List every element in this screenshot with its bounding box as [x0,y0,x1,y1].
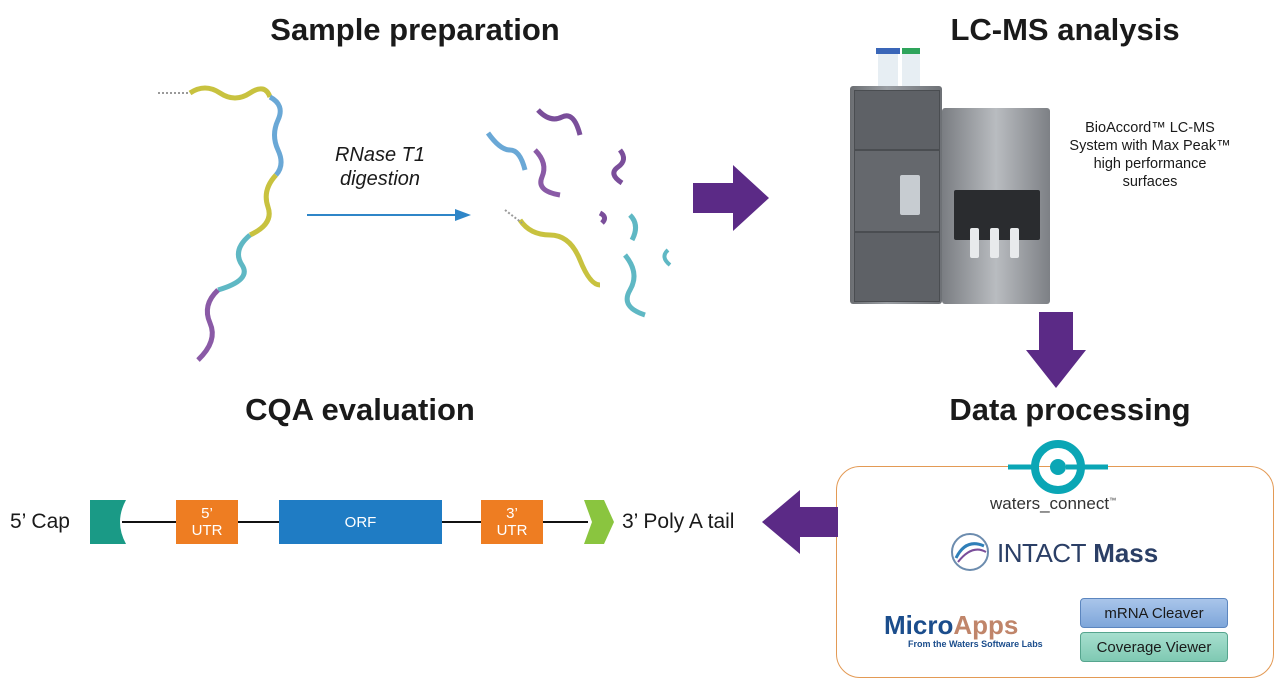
mrna-cleaver-button[interactable]: mRNA Cleaver [1080,598,1228,628]
lc-module [854,150,940,232]
sample-prep-title: Sample preparation [270,12,560,47]
poly-a-shape [584,500,614,544]
rna-fragments-illustration [485,108,672,318]
arrow-to-lcms [693,165,769,231]
ms-vial [970,228,979,258]
intact-bold-text: Mass [1093,538,1159,568]
bottle-cap-blue [876,48,900,54]
instrument-description: BioAccord™ LC-MS System with Max Peak™ h… [1050,119,1250,191]
intact-mass-label: INTACT Mass [997,538,1158,569]
data-processing-title: Data processing [949,392,1191,427]
microapps-micro: Micro [884,610,954,640]
bottle-cap-green [902,48,920,54]
microapps-apps: Apps [953,610,1019,640]
instrument-line4: surfaces [1122,174,1178,190]
utr3-line1: 3’ [506,505,518,522]
arrow-to-cqa [762,490,838,554]
five-prime-cap-label: 5’ Cap [10,510,70,533]
orf-label: ORF [344,513,377,531]
utr5-box: 5’ UTR [176,500,238,544]
rna-strand-illustration [158,85,284,362]
utr3-box: 3’ UTR [481,500,543,544]
trademark-mark: ™ [1109,497,1117,505]
waters-connect-text: waters_connect [990,494,1110,513]
lcms-title: LC-MS analysis [950,12,1180,47]
digestion-label: RNase T1 digestion [320,143,440,191]
coverage-viewer-button[interactable]: Coverage Viewer [1080,632,1228,662]
solvent-bottle [902,50,920,88]
instrument-line1: BioAccord™ LC-MS [1085,120,1215,136]
ms-vial [1010,228,1019,258]
solvent-bottle [878,50,898,88]
waters-connect-label: waters_connect™ [990,494,1116,514]
ms-vial [990,228,999,258]
microapps-logo: MicroApps [884,610,1018,641]
lc-module [854,90,940,150]
waters-connect-logo [1008,440,1108,494]
intact-light-text: INTACT [997,538,1086,568]
lc-window [900,175,920,215]
utr5-line2: UTR [191,522,223,539]
digestion-label-line1: RNase T1 [334,144,426,166]
orf-box: ORF [279,500,442,544]
instrument-line3: high performance [1093,156,1207,172]
utr5-line1: 5’ [201,505,213,522]
lc-module [854,232,940,302]
microapps-subtitle: From the Waters Software Labs [908,639,1043,649]
lcms-instrument-illustration [850,48,1060,305]
poly-a-tail-label: 3’ Poly A tail [622,510,735,533]
intact-mass-icon [951,533,989,571]
digestion-label-line2: digestion [339,168,421,190]
instrument-line2: System with Max Peak™ [1069,138,1231,154]
utr3-line2: UTR [496,522,528,539]
arrow-to-data-processing [1026,312,1086,388]
cap-shape [90,500,126,544]
digestion-arrow [307,209,471,221]
cqa-title: CQA evaluation [245,392,475,427]
